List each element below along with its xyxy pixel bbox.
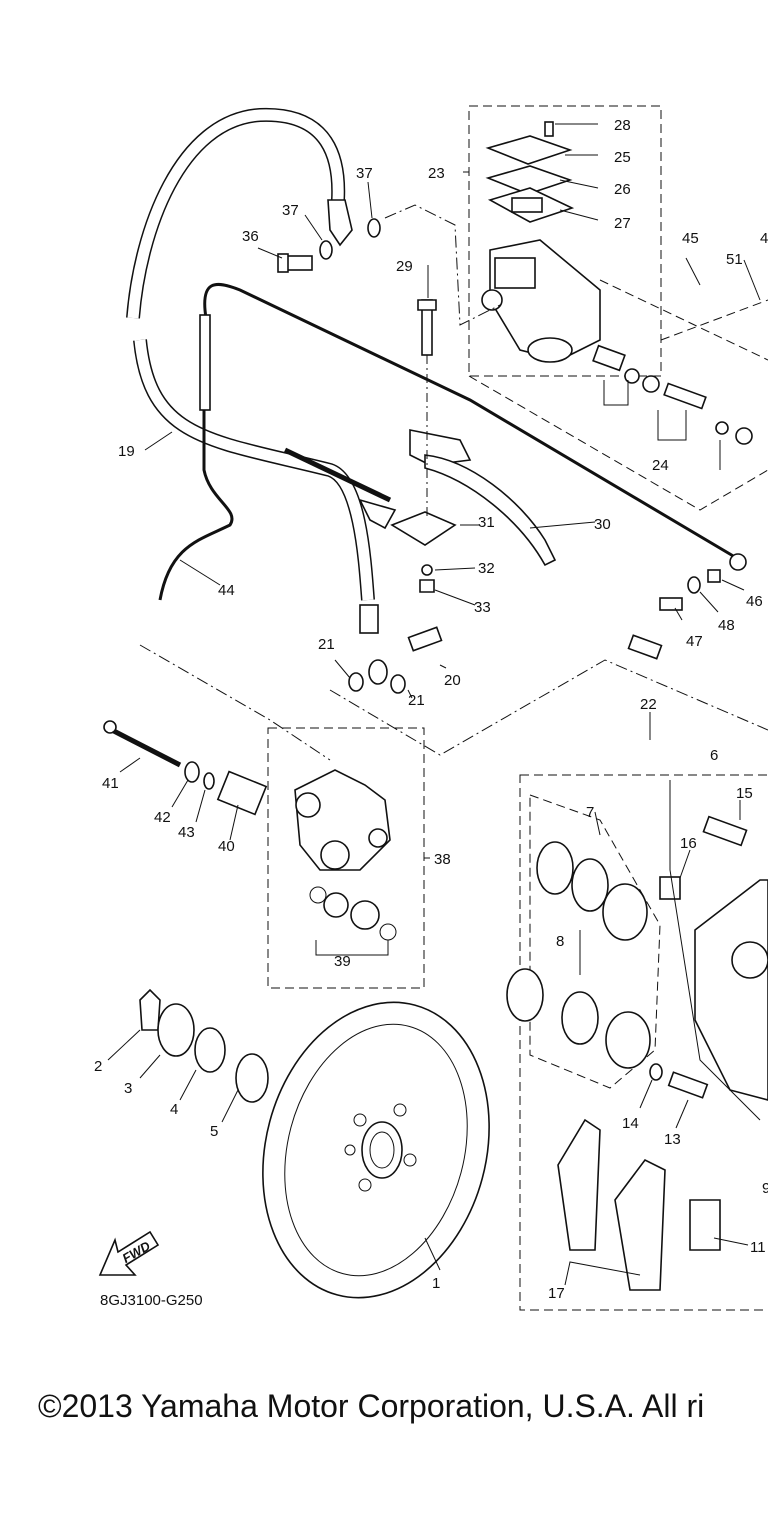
caliper-assembly bbox=[294, 769, 397, 941]
callout-label: 19 bbox=[118, 443, 135, 460]
callout-label: 7 bbox=[586, 804, 594, 821]
callout-label: 31 bbox=[478, 514, 495, 531]
callout-label: 8 bbox=[556, 933, 564, 950]
banjo-bolt-36 bbox=[277, 253, 313, 273]
callout-label: 14 bbox=[622, 1115, 639, 1132]
callout-label: 13 bbox=[664, 1131, 681, 1148]
callout-label: 45 bbox=[682, 230, 699, 247]
callout-label: 37 bbox=[356, 165, 373, 182]
callout-label: 9 bbox=[762, 1180, 768, 1197]
callout-label: 29 bbox=[396, 258, 413, 275]
callout-label: 28 bbox=[614, 117, 631, 134]
callout-label: 41 bbox=[102, 775, 119, 792]
callout-label: 47 bbox=[686, 633, 703, 650]
callout-label: 1 bbox=[432, 1275, 440, 1292]
callout-label: 48 bbox=[718, 617, 735, 634]
callout-label: 21 bbox=[408, 692, 425, 709]
callout-label: 22 bbox=[640, 696, 657, 713]
callout-label: 44 bbox=[218, 582, 235, 599]
callout-label: 37 bbox=[282, 202, 299, 219]
callout-label: 4 bbox=[170, 1101, 178, 1118]
callout-label: 3 bbox=[124, 1080, 132, 1097]
callout-label: 30 bbox=[594, 516, 611, 533]
callout-label: 38 bbox=[434, 851, 451, 868]
callout-label: 42 bbox=[154, 809, 171, 826]
callout-label: 40 bbox=[218, 838, 235, 855]
callout-label: 33 bbox=[474, 599, 491, 616]
callout-label: 21 bbox=[318, 636, 335, 653]
callout-label: 43 bbox=[178, 824, 195, 841]
callout-label: 24 bbox=[652, 457, 669, 474]
callout-label: 51 bbox=[726, 251, 743, 268]
callout-label: 27 bbox=[614, 215, 631, 232]
piston-kit bbox=[592, 344, 753, 445]
callout-label: 23 bbox=[428, 165, 445, 182]
callout-label: 32 bbox=[478, 560, 495, 577]
callout-label: 36 bbox=[242, 228, 259, 245]
callout-label: 17 bbox=[548, 1285, 565, 1302]
callout-label: 25 bbox=[614, 149, 631, 166]
callout-label: 16 bbox=[680, 835, 697, 852]
callout-label: 15 bbox=[736, 785, 753, 802]
brake-disc bbox=[262, 1001, 490, 1299]
callout-label: 5 bbox=[210, 1123, 218, 1140]
fwd-arrow-icon: FWD bbox=[98, 1230, 160, 1276]
callout-label: 39 bbox=[334, 953, 351, 970]
copyright-notice: ©2013 Yamaha Motor Corporation, U.S.A. A… bbox=[38, 1388, 705, 1424]
callout-label: 11 bbox=[750, 1239, 766, 1256]
diagram-code: 8GJ3100-G250 bbox=[100, 1292, 203, 1309]
callout-label: 2 bbox=[94, 1058, 102, 1075]
callout-label: 20 bbox=[444, 672, 461, 689]
callout-label: 4 bbox=[760, 230, 768, 247]
master-cylinder bbox=[481, 239, 601, 363]
callout-label: 26 bbox=[614, 181, 631, 198]
callout-label: 6 bbox=[710, 747, 718, 764]
callout-label: 46 bbox=[746, 593, 763, 610]
